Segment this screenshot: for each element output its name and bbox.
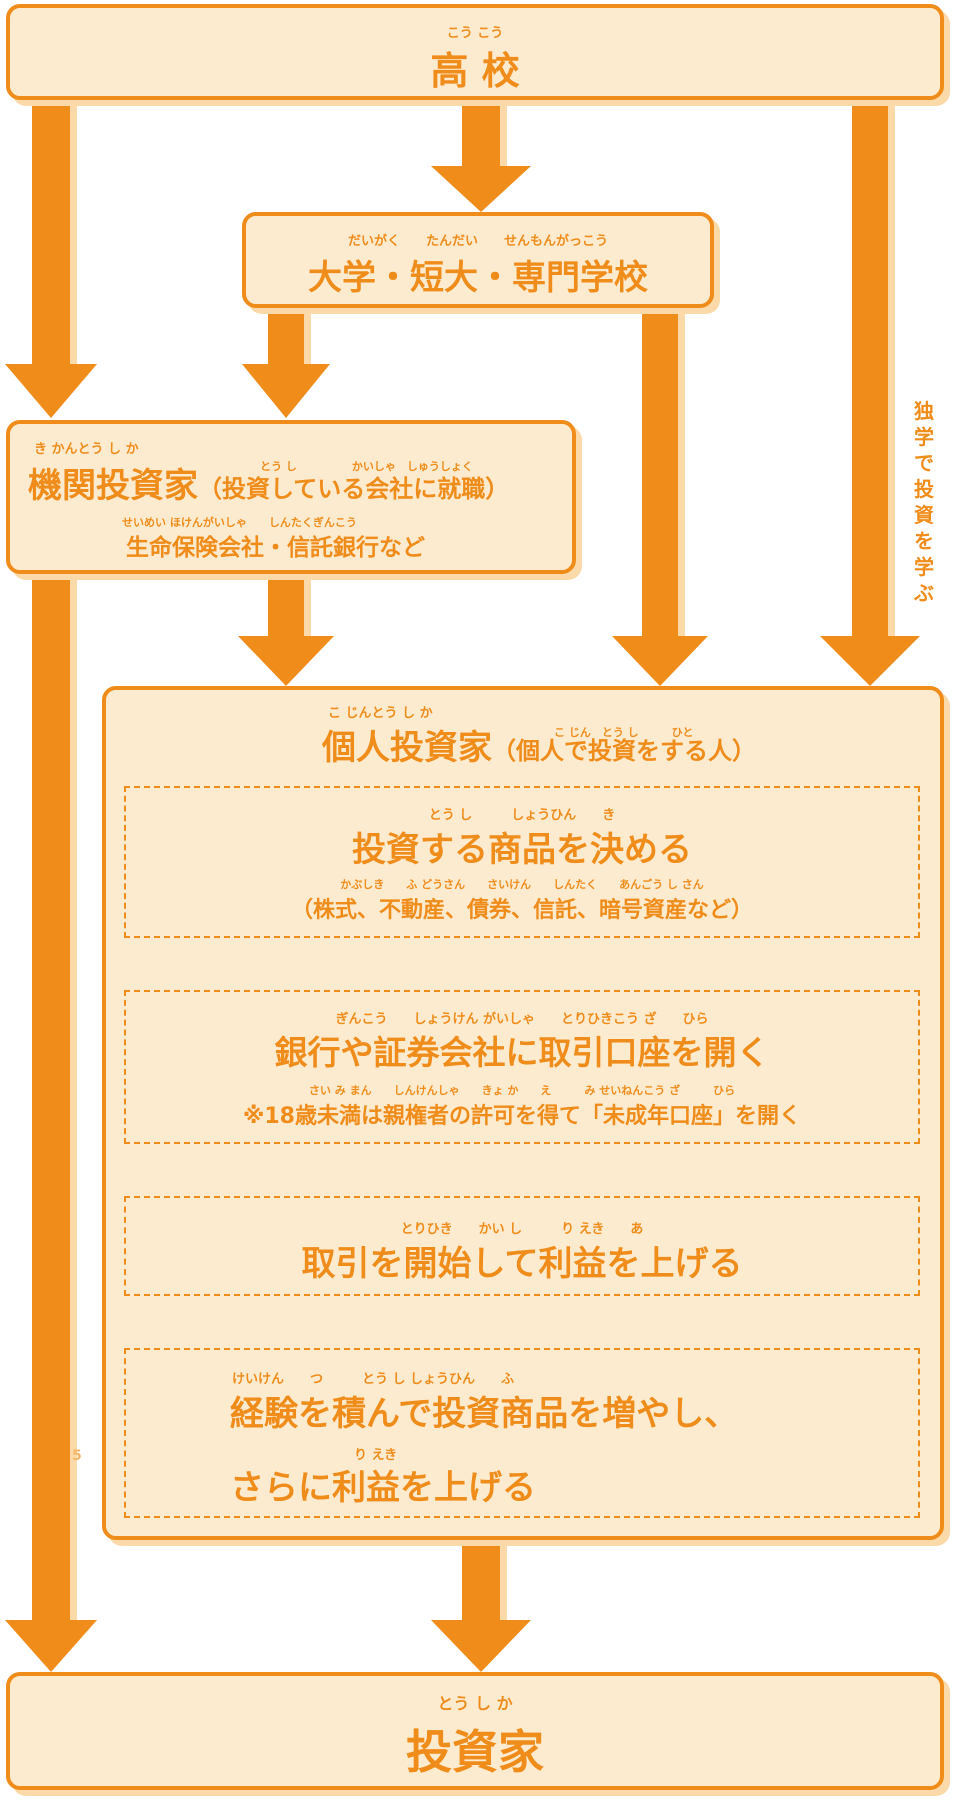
step-4-title: 経験を積んで投資商品を増やし、 (230, 1394, 739, 1434)
step-2-title: 銀行や証券会社に取引口座を開く (274, 1033, 770, 1072)
institutional-investor-box: き かんとう し か 機関投資家（投資している会社に就職） とう し かいしゃ … (6, 420, 576, 574)
arrow-inst-to-indiv (268, 572, 304, 636)
institutional-title: 機関投資家（投資している会社に就職） (28, 458, 509, 507)
step-3-box: とりひき かい し り えき あ 取引を開始して利益を上げる (124, 1196, 920, 1296)
step-2-sub-ruby: さい み まん しんけんしゃ きょ か え み せいねんこう ざ ひら (308, 1084, 736, 1097)
step-1-title: 投資する商品を決める (352, 830, 692, 870)
university-ruby: だいがく たんだい せんもんがっこう (347, 234, 608, 249)
step-1-ruby: とう し しょうひん き (428, 808, 616, 823)
individual-ruby: こ じんとう し か (328, 706, 433, 721)
step-3-ruby: とりひき かい し り えき あ (400, 1222, 644, 1237)
institutional-ruby: き かんとう し か (34, 442, 139, 457)
investor-title: 投資家 (406, 1725, 544, 1779)
arrow-indiv-to-investor (462, 1536, 500, 1620)
arrow-inst-to-investor (32, 570, 70, 1620)
arrow-high-to-inst (32, 96, 70, 364)
institutional-title-paren: （投資している会社に就職） (198, 475, 510, 503)
step-3-title: 取引を開始して利益を上げる (301, 1244, 743, 1284)
institutional-sub: 生命保険会社・信託銀行など (126, 535, 425, 561)
institutional-paren-ruby: とう し かいしゃ しゅうしょく (260, 460, 473, 473)
step-4-sub-ruby: り えき (354, 1448, 398, 1463)
institutional-title-main: 機関投資家 (28, 466, 198, 506)
step-1-sub: （株式、不動産、債券、信託、暗号資産など） (290, 898, 753, 923)
high-school-title: 高 校 (430, 49, 520, 93)
institutional-sub-ruby: せいめい ほけんがいしゃ しんたくぎんこう (122, 516, 357, 529)
step-2-sub: ※18歳未満は親権者の許可を得て「未成年口座」を開く (242, 1104, 801, 1129)
individual-title-paren: （個人で投資をする人） (492, 737, 756, 765)
investor-ruby: とう し か (437, 1694, 513, 1713)
investor-box: とう し か 投資家 (6, 1672, 944, 1790)
high-school-box: こう こう 高 校 (6, 4, 944, 100)
individual-paren-ruby: こ じん とう し ひと (554, 726, 694, 739)
step-2-box: ぎんこう しょうけん がいしゃ とりひきこう ざ ひら 銀行や証券会社に取引口座… (124, 990, 920, 1144)
arrow-high-to-indiv (852, 96, 888, 636)
individual-title-main: 個人投資家 (322, 728, 492, 768)
arrow-high-to-univ (462, 96, 500, 166)
high-school-ruby: こう こう (446, 26, 504, 41)
step-4-sub: さらに利益を上げる (230, 1468, 536, 1508)
step-4-box: けいけん つ とう し しょうひん ふ 経験を積んで投資商品を増やし、 り えき… (124, 1348, 920, 1518)
flow-arrow-shapes (5, 96, 920, 1672)
step-2-ruby: ぎんこう しょうけん がいしゃ とりひきこう ざ ひら (335, 1012, 709, 1027)
university-box: だいがく たんだい せんもんがっこう 大学・短大・専門学校 (242, 212, 714, 308)
arrow-univ-to-inst (268, 306, 304, 364)
university-title: 大学・短大・専門学校 (308, 258, 648, 298)
individual-title: 個人投資家（個人で投資をする人） (322, 720, 756, 769)
self-study-label: 独学で投資を学ぶ (914, 399, 934, 605)
step-1-sub-ruby: かぶしき ふ どうさん さいけん しんたく あんごう し さん (340, 878, 704, 891)
step-4-ruby: けいけん つ とう し しょうひん ふ (232, 1372, 515, 1387)
step-1-box: とう し しょうひん き 投資する商品を決める かぶしき ふ どうさん さいけん… (124, 786, 920, 938)
page-mark: 5 (72, 1448, 82, 1464)
arrow-univ-to-indiv (642, 306, 678, 636)
